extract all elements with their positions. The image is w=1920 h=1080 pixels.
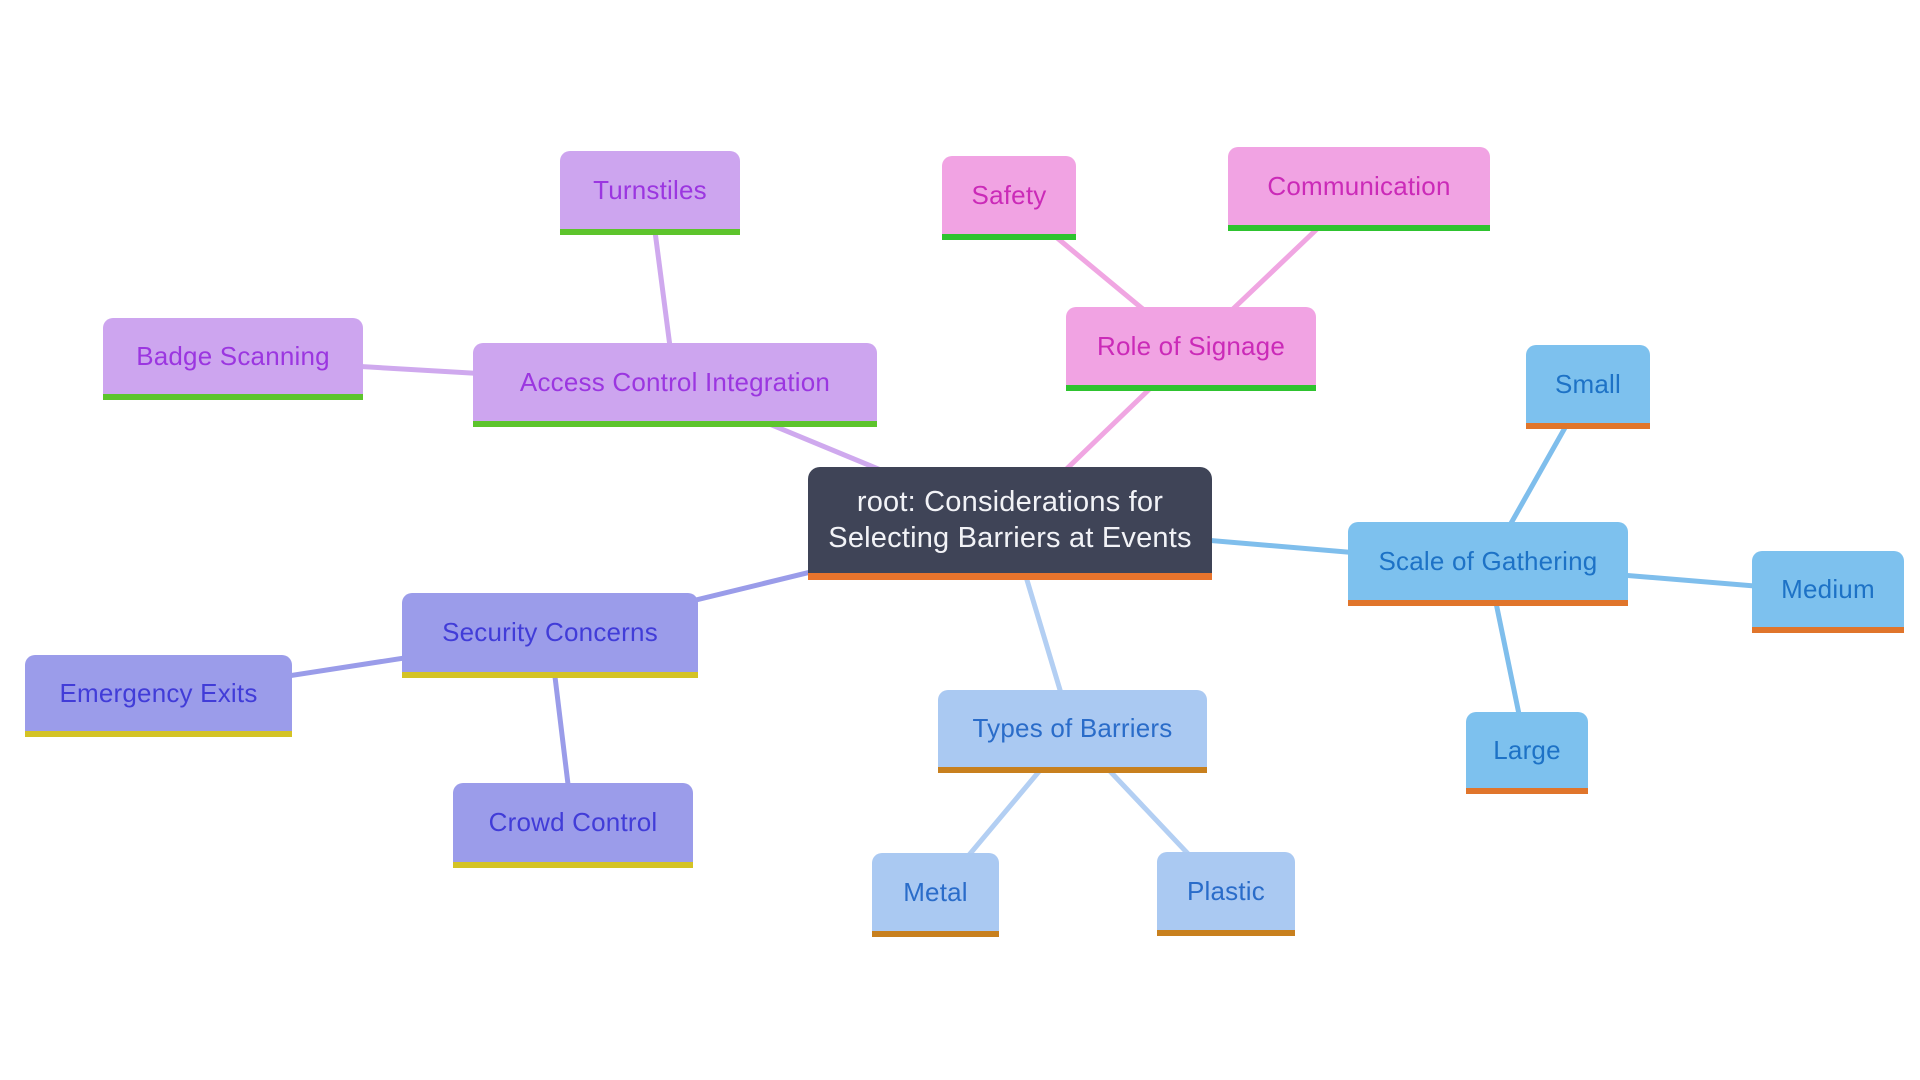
- node-types-of-barriers-label: Types of Barriers: [972, 713, 1173, 744]
- node-turnstiles[interactable]: Turnstiles: [560, 151, 740, 235]
- node-badge-scanning[interactable]: Badge Scanning: [103, 318, 363, 400]
- node-small[interactable]: Small: [1526, 345, 1650, 429]
- node-communication[interactable]: Communication: [1228, 147, 1490, 231]
- node-root-label: root: Considerations for Selecting Barri…: [828, 485, 1192, 554]
- node-types-of-barriers[interactable]: Types of Barriers: [938, 690, 1207, 773]
- node-badge-scanning-label: Badge Scanning: [136, 340, 330, 371]
- node-emergency-exits-label: Emergency Exits: [59, 677, 258, 708]
- node-role-of-signage[interactable]: Role of Signage: [1066, 307, 1316, 391]
- node-security-concerns[interactable]: Security Concerns: [402, 593, 698, 678]
- node-large-label: Large: [1493, 734, 1561, 765]
- node-large[interactable]: Large: [1466, 712, 1588, 794]
- node-metal-label: Metal: [903, 876, 968, 907]
- node-communication-label: Communication: [1267, 170, 1451, 201]
- node-medium[interactable]: Medium: [1752, 551, 1904, 633]
- node-access-control-integration-label: Access Control Integration: [519, 366, 831, 397]
- node-metal[interactable]: Metal: [872, 853, 999, 937]
- node-safety-label: Safety: [971, 179, 1047, 210]
- node-plastic-label: Plastic: [1187, 875, 1265, 906]
- node-scale-of-gathering-label: Scale of Gathering: [1378, 545, 1598, 576]
- node-safety[interactable]: Safety: [942, 156, 1076, 240]
- node-crowd-control[interactable]: Crowd Control: [453, 783, 693, 868]
- node-small-label: Small: [1554, 368, 1621, 399]
- node-access-control-integration[interactable]: Access Control Integration: [473, 343, 877, 427]
- node-security-concerns-label: Security Concerns: [442, 617, 658, 648]
- node-medium-label: Medium: [1781, 573, 1875, 604]
- node-plastic[interactable]: Plastic: [1157, 852, 1295, 936]
- node-root[interactable]: root: Considerations for Selecting Barri…: [808, 467, 1212, 580]
- node-scale-of-gathering[interactable]: Scale of Gathering: [1348, 522, 1628, 606]
- node-role-of-signage-label: Role of Signage: [1096, 330, 1286, 361]
- node-crowd-control-label: Crowd Control: [488, 807, 658, 838]
- node-emergency-exits[interactable]: Emergency Exits: [25, 655, 292, 737]
- node-turnstiles-label: Turnstiles: [593, 174, 707, 205]
